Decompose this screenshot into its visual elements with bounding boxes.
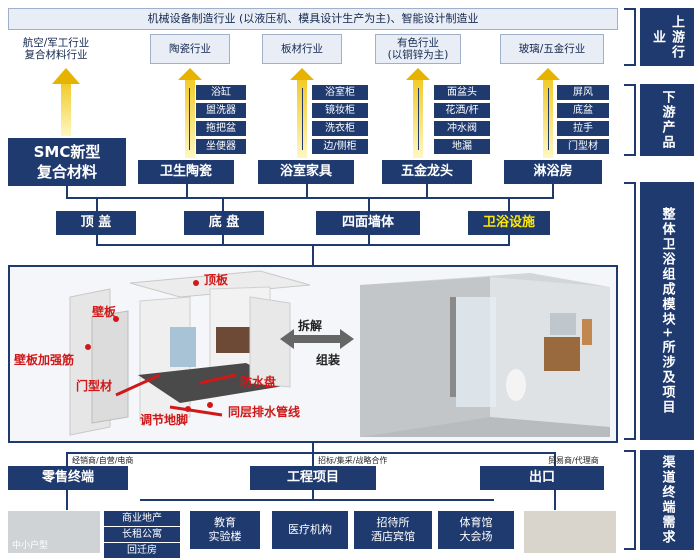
channel-note-retail: 经销商/自营/电商 [72, 456, 134, 465]
category-hardware-faucet: 五金龙头 [382, 160, 472, 184]
channel-retail: 零售终端 [8, 466, 128, 490]
product-item: 镜妆柜 [312, 103, 368, 118]
product-item: 浴缸 [196, 85, 246, 100]
product-item: 面盆头 [434, 85, 490, 100]
product-item: 浴室柜 [312, 85, 368, 100]
product-item: 屏风 [557, 85, 609, 100]
product-item: 地漏 [434, 139, 490, 154]
end-use-stadium: 体育馆 大会场 [438, 511, 514, 549]
label-waterproof-tray: 防水盘 [240, 375, 277, 389]
end-use-education: 教育 实验楼 [190, 511, 260, 549]
channel-note-export: 贸易商/代理商 [548, 456, 599, 465]
product-item: 拖把盆 [196, 121, 246, 136]
label-assemble: 组装 [316, 353, 341, 367]
product-item: 底盆 [557, 103, 609, 118]
industry-aerospace: 航空/军工行业 复合材料行业 [8, 34, 104, 64]
channel-note-project: 招标/集采/战略合作 [318, 456, 388, 465]
category-bathroom-furniture: 浴室家具 [258, 160, 354, 184]
small-apartment-photo: 中小户型 [8, 511, 100, 553]
label-adjust-foot: 调节地脚 [140, 413, 189, 427]
category-shower-room: 淋浴房 [504, 160, 602, 184]
industry-nonferrous: 有色行业 (以铜锌为主) [375, 34, 461, 64]
product-item: 花洒/杆 [434, 103, 490, 118]
brace-downstream [624, 84, 636, 156]
module-four-walls: 四面墙体 [316, 211, 420, 235]
label-drain-pipe: 同层排水管线 [228, 405, 301, 419]
label-door-profile: 门型材 [76, 379, 113, 393]
brace-channels [624, 450, 636, 550]
product-item: 边/侧柜 [312, 139, 368, 154]
industry-ceramics: 陶瓷行业 [150, 34, 230, 64]
end-use-relocation: 回迁房 [104, 543, 180, 558]
top-banner: 机械设备制造行业 (以液压机、模具设计生产为主)、智能设计制造业 [8, 8, 618, 30]
channel-engineering: 工程项目 [250, 466, 376, 490]
end-use-commercial: 商业地产 [104, 511, 180, 526]
industry-glass-hardware: 玻璃/五金行业 [500, 34, 604, 64]
category-sanitary-ceramic: 卫生陶瓷 [138, 160, 234, 184]
label-wall-panel: 壁板 [92, 305, 117, 319]
product-item: 盥洗器 [196, 103, 246, 118]
right-label-channels: 渠道终端需求 [640, 450, 694, 550]
end-use-rental: 长租公寓 [104, 527, 180, 542]
industry-board: 板材行业 [262, 34, 342, 64]
brace-upstream [624, 8, 636, 66]
module-base-tray: 底 盘 [184, 211, 264, 235]
module-top-cover: 顶 盖 [56, 211, 136, 235]
export-photo [524, 511, 616, 553]
label-disassemble: 拆解 [298, 319, 323, 333]
end-use-hotel: 招待所 酒店宾馆 [354, 511, 432, 549]
smc-material: SMC新型 复合材料 [8, 138, 126, 186]
label-top-panel: 顶板 [204, 273, 229, 287]
product-item: 坐便器 [196, 139, 246, 154]
end-use-medical: 医疗机构 [272, 511, 348, 549]
right-label-upstream: 上游行业 [640, 8, 694, 66]
right-label-modules: 整体卫浴组成模块+所涉及项目 [640, 182, 694, 440]
product-item: 门型材 [557, 139, 609, 154]
module-bath-facilities: 卫浴设施 [468, 211, 550, 235]
channel-export: 出口 [480, 466, 604, 490]
label-wall-rib: 壁板加强筋 [14, 353, 75, 367]
bathroom-assembly-diagram: 顶板 壁板 壁板加强筋 门型材 防水盘 调节地脚 同层排水管线 拆解 组装 [8, 265, 618, 443]
product-item: 冲水阀 [434, 121, 490, 136]
brace-modules [624, 182, 636, 440]
right-label-downstream: 下游产品 [640, 84, 694, 156]
product-item: 拉手 [557, 121, 609, 136]
assembly-illustration [69, 270, 610, 437]
caption-small-apartment: 中小户型 [12, 541, 49, 551]
product-item: 洗衣柜 [312, 121, 368, 136]
